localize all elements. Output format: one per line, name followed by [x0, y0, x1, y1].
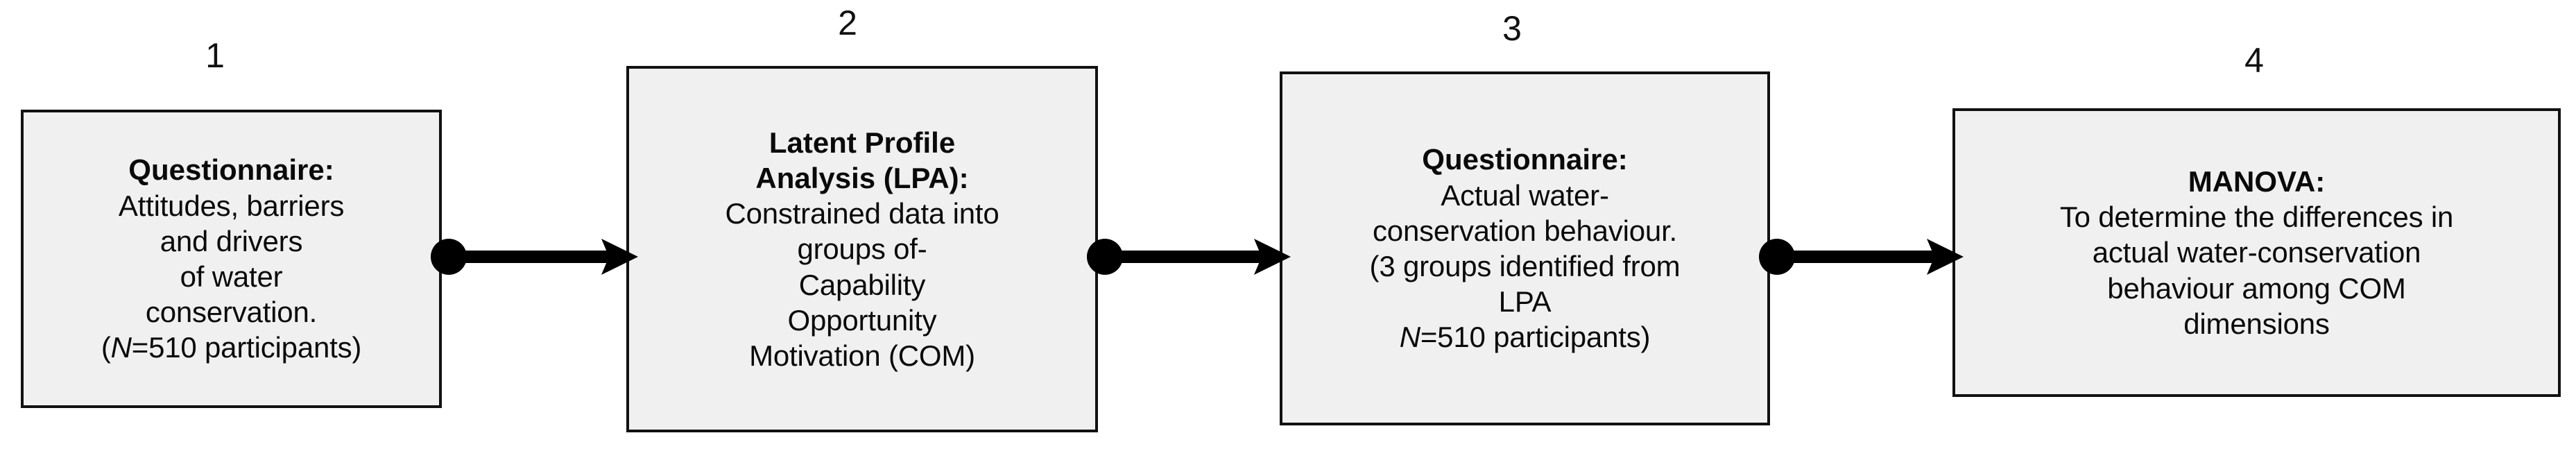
arrow-icon — [1759, 239, 1964, 275]
step-3-title: Questionnaire: — [1422, 143, 1628, 176]
connector-1-to-2 — [430, 236, 638, 278]
step-number-3: 3 — [1502, 9, 1522, 48]
arrow-icon — [1087, 239, 1291, 275]
connector-2-to-3 — [1086, 236, 1291, 278]
step-2-title: Latent Profile Analysis (LPA): — [755, 126, 969, 194]
step-number-4: 4 — [2244, 41, 2264, 80]
step-4-title: MANOVA: — [2188, 164, 2326, 198]
step-4-body: To determine the differences in actual w… — [2059, 201, 2454, 340]
step-3-body: Actual water-conservation behaviour.(3 g… — [1369, 178, 1681, 354]
arrow-icon — [431, 239, 638, 275]
step-box-3: Questionnaire: Actual water-conservation… — [1280, 71, 1770, 425]
step-1-title: Questionnaire: — [128, 153, 334, 187]
step-box-4: MANOVA: To determine the differences in … — [1952, 108, 2561, 397]
step-2-body: Constrained data into groups of- Capabil… — [725, 197, 999, 373]
step-number-2: 2 — [838, 3, 857, 42]
step-box-2: Latent Profile Analysis (LPA): Constrain… — [626, 66, 1098, 432]
step-number-1: 1 — [205, 36, 225, 75]
connector-3-to-4 — [1758, 236, 1964, 278]
